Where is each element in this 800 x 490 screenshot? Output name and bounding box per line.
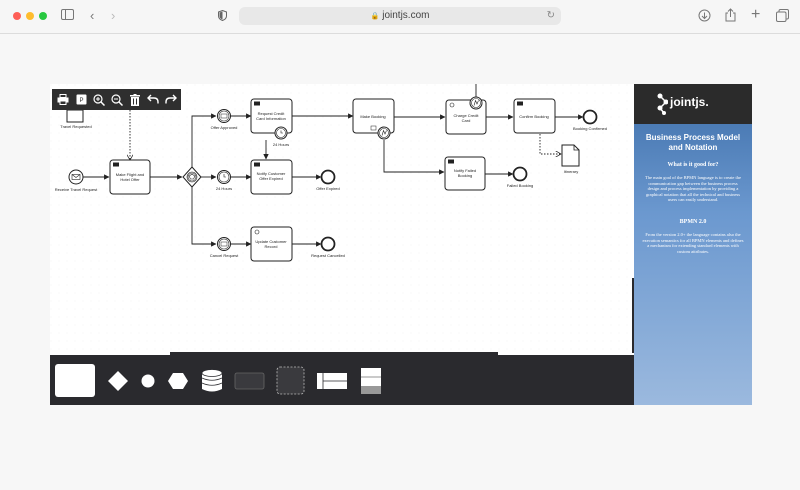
task-update-customer-record[interactable] <box>250 226 293 262</box>
url-text: jointjs.com <box>382 10 430 21</box>
data-object-travel-requested[interactable] <box>66 109 84 123</box>
event-24-hours-timer[interactable] <box>217 170 231 184</box>
forward-icon[interactable]: › <box>111 8 116 23</box>
tab-overview-icon[interactable] <box>776 9 789 25</box>
new-tab-icon[interactable]: + <box>751 6 761 23</box>
event-cancel-request[interactable] <box>217 237 231 251</box>
reload-icon[interactable]: ↻ <box>546 10 555 21</box>
task-confirm-booking[interactable] <box>513 98 556 134</box>
stencil-event-shape[interactable] <box>141 374 155 388</box>
side-panel-question-1: What is it good for? <box>667 162 719 168</box>
label-cancel-request: Cancel Request <box>210 253 239 258</box>
task-make-booking[interactable] <box>352 98 395 140</box>
label-offer-approved: Offer Approved <box>211 125 238 130</box>
svg-text:P: P <box>79 98 83 104</box>
label-booking-confirmed: Booking Confirmed <box>573 126 607 131</box>
data-object-itinerary[interactable] <box>561 144 580 167</box>
print-icon[interactable] <box>54 89 72 110</box>
end-event-failed-booking[interactable] <box>512 166 528 182</box>
label-travel-requested: Travel Requested <box>60 124 91 129</box>
export-icon[interactable]: P <box>72 89 90 110</box>
label-offer-expired: Offer Expired <box>316 186 340 191</box>
stencil-gateway-shape[interactable] <box>108 371 128 391</box>
address-bar[interactable]: 🔒jointjs.com ↻ <box>239 7 561 25</box>
end-event-booking-confirmed[interactable] <box>582 109 598 125</box>
label-notify-failed-booking-2: Booking <box>458 173 472 178</box>
zoom-window-button[interactable] <box>39 12 47 20</box>
stencil-activity-shape[interactable] <box>55 364 95 397</box>
zoom-in-icon[interactable] <box>90 89 108 110</box>
canvas-scrollbar[interactable] <box>632 278 635 353</box>
task-charge-credit-card[interactable] <box>445 96 487 135</box>
label-itinerary: Itinerary <box>564 169 578 174</box>
back-icon[interactable]: ‹ <box>90 8 95 23</box>
label-charge-credit-card-2: Card <box>462 118 471 123</box>
label-make-flight-hotel-2: Hotel Offer <box>120 177 140 182</box>
event-offer-approved[interactable] <box>217 109 231 123</box>
label-update-customer-record-2: Record <box>265 244 278 249</box>
browser-toolbar: ‹ › 🔒jointjs.com ↻ + <box>0 0 800 34</box>
label-24-hours-top: 24 Hours <box>273 142 289 147</box>
stencil-annotation-shape[interactable] <box>361 368 381 394</box>
label-receive-travel-request: Receive Travel Request <box>55 187 98 192</box>
label-make-flight-hotel-1: Make Flight and <box>116 172 144 177</box>
label-request-credit-card-2: Card Information <box>256 116 286 121</box>
task-notify-failed-booking[interactable] <box>444 156 486 191</box>
label-notify-offer-expired-2: Offer Expired <box>259 176 283 181</box>
zoom-out-icon[interactable] <box>108 89 126 110</box>
lock-icon: 🔒 <box>370 13 380 20</box>
share-icon[interactable] <box>725 8 736 25</box>
side-panel-header: jointjs. <box>634 84 752 124</box>
label-failed-booking: Failed Booking <box>507 183 533 188</box>
redo-icon[interactable] <box>162 89 180 110</box>
label-charge-credit-card-1: Charge Credit <box>454 113 480 118</box>
task-make-flight-hotel-offer[interactable] <box>109 159 151 195</box>
canvas-toolbar: P <box>52 89 181 110</box>
downloads-icon[interactable] <box>698 9 711 25</box>
sidebar-toggle-icon[interactable] <box>61 9 74 23</box>
stencil-data-store-shape[interactable] <box>201 369 223 392</box>
label-request-credit-card-1: Request Credit <box>258 111 286 116</box>
start-event-receive-request[interactable] <box>68 169 84 185</box>
jointjs-logo-text: jointjs. <box>670 95 709 109</box>
side-panel-paragraph-2: From the version 2.0+ the language conta… <box>642 232 744 254</box>
stencil-message-shape[interactable] <box>234 372 265 390</box>
close-window-button[interactable] <box>13 12 21 20</box>
stencil-group-shape[interactable] <box>276 366 305 395</box>
end-event-request-cancelled[interactable] <box>320 236 336 252</box>
shape-stencil <box>50 355 635 405</box>
stencil-pool-shape[interactable] <box>317 373 347 389</box>
delete-icon[interactable] <box>126 89 144 110</box>
side-panel-title: Business Process Model and Notation <box>645 133 741 152</box>
undo-icon[interactable] <box>144 89 162 110</box>
stencil-conversation-shape[interactable] <box>168 373 188 389</box>
stencil-tab <box>170 352 498 356</box>
task-notify-offer-expired[interactable] <box>250 159 293 195</box>
privacy-shield-icon[interactable] <box>218 9 227 24</box>
info-side-panel: jointjs. Business Process Model and Nota… <box>634 84 752 405</box>
jointjs-logo-icon <box>657 93 668 115</box>
label-confirm-booking: Confirm Booking <box>519 114 549 119</box>
end-event-offer-expired[interactable] <box>320 169 336 185</box>
task-request-credit-card[interactable] <box>250 98 293 140</box>
label-notify-offer-expired-1: Notify Customer <box>257 171 286 176</box>
side-panel-question-2: BPMN 2.0 <box>679 219 707 225</box>
label-notify-failed-booking-1: Notify Failed <box>454 168 476 173</box>
label-update-customer-record-1: Update Customer <box>255 239 287 244</box>
minimize-window-button[interactable] <box>26 12 34 20</box>
side-panel-paragraph-1: The main goal of the BPMN language is to… <box>645 175 741 202</box>
label-request-cancelled: Request Cancelled <box>311 253 345 258</box>
event-gateway[interactable] <box>182 166 202 188</box>
label-make-booking: Make Booking <box>360 114 385 119</box>
label-24-hours-mid: 24 Hours <box>216 186 232 191</box>
